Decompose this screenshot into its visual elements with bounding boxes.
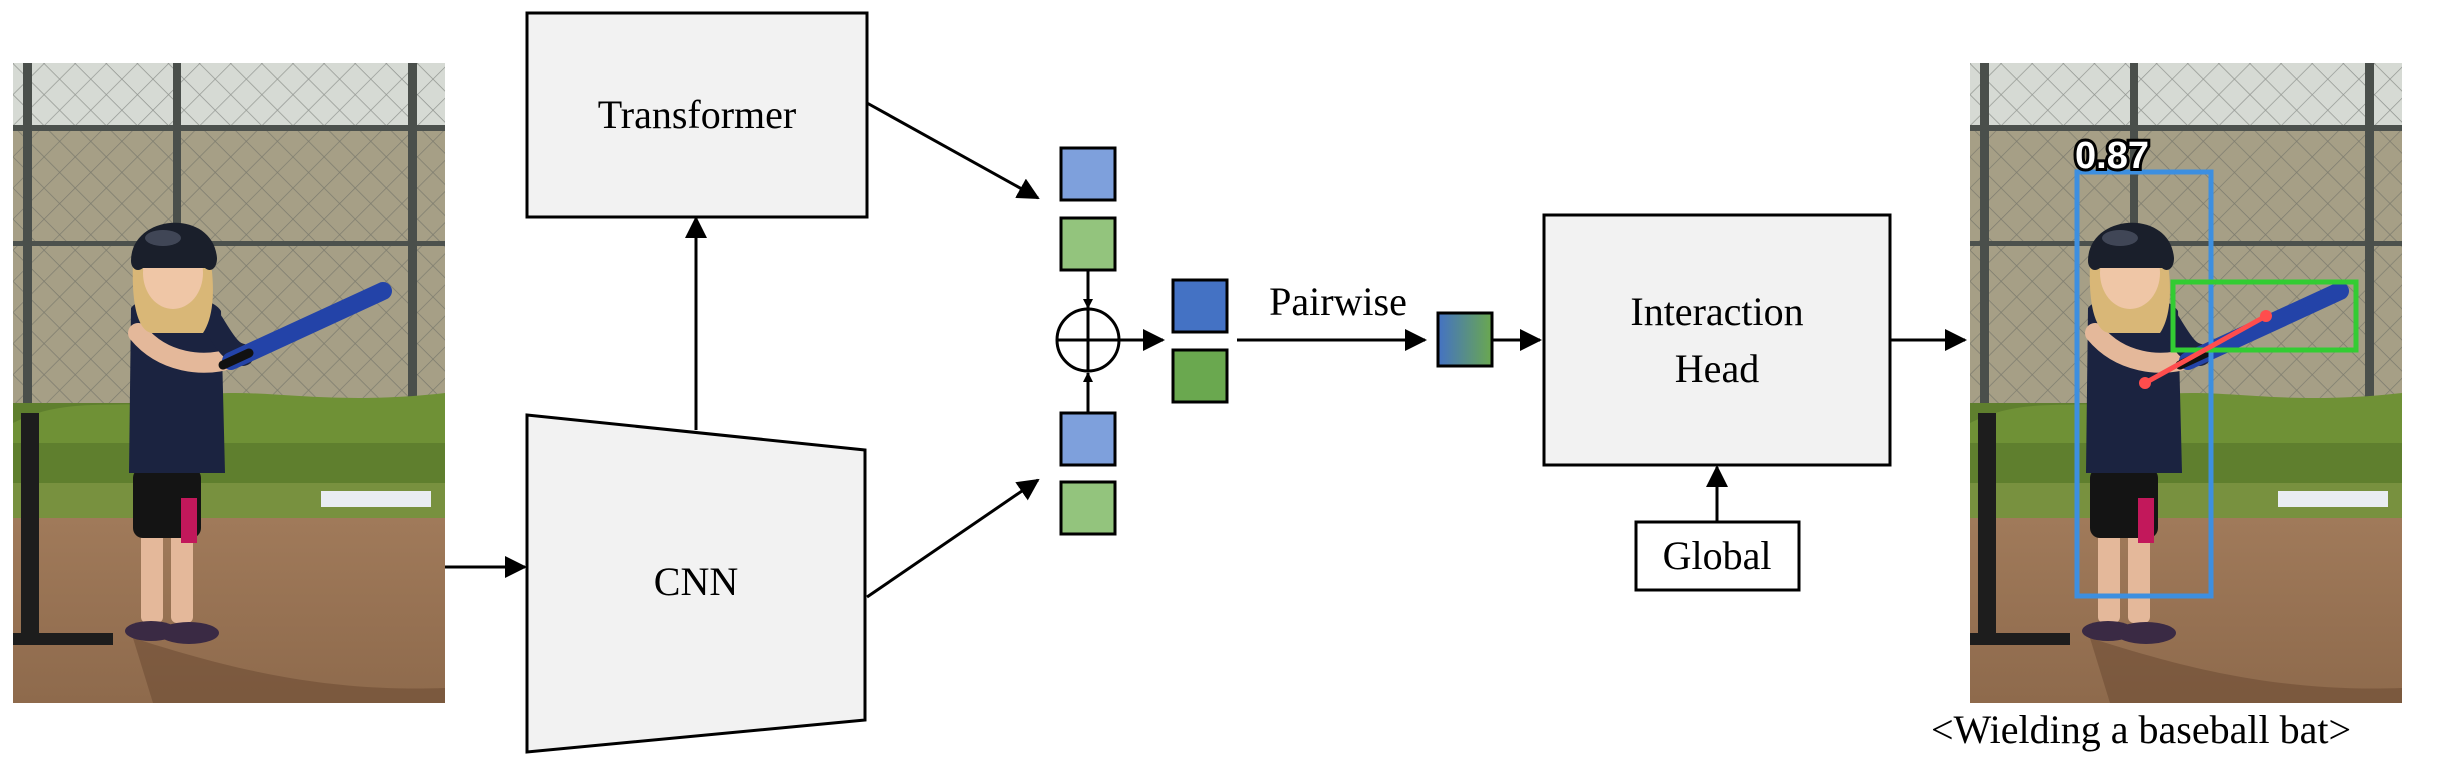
human-center-dot bbox=[2139, 377, 2151, 389]
interaction-head-box bbox=[1542, 213, 1892, 467]
fused-token-green bbox=[1171, 348, 1229, 404]
input-image bbox=[13, 63, 445, 703]
pairwise-token bbox=[1436, 311, 1494, 368]
cnn-block: CNN bbox=[525, 413, 867, 754]
circled-plus-icon bbox=[1055, 307, 1121, 373]
detection-score: 0.87 bbox=[2075, 135, 2149, 177]
human-bounding-box bbox=[2074, 169, 2214, 599]
output-image: 0.87 bbox=[1970, 63, 2402, 703]
output-caption: <Wielding a baseball bat> bbox=[1931, 707, 2351, 752]
transformer-label: Transformer bbox=[598, 92, 797, 137]
cnn-shape bbox=[525, 413, 867, 754]
object-bounding-box bbox=[2170, 279, 2359, 353]
transformer-token-blue bbox=[1059, 146, 1117, 202]
pairwise-label: Pairwise bbox=[1269, 279, 1407, 324]
arrow-cnn-to-tokens bbox=[866, 478, 1040, 599]
interaction-line bbox=[2143, 313, 2268, 386]
arrow-transformer-to-tokens bbox=[866, 101, 1040, 200]
cnn-label: CNN bbox=[654, 559, 738, 604]
interaction-head-block: Interaction Head bbox=[1542, 213, 1892, 467]
input-photo bbox=[13, 63, 445, 703]
transformer-block: Transformer bbox=[525, 11, 869, 219]
object-center-dot bbox=[2260, 310, 2272, 322]
output-photo bbox=[1970, 63, 2402, 703]
fused-token-blue bbox=[1171, 278, 1229, 334]
interaction-head-label-line1: Interaction bbox=[1630, 289, 1803, 334]
transformer-box bbox=[525, 11, 869, 219]
transformer-token-green bbox=[1059, 216, 1117, 272]
interaction-head-label-line2: Head bbox=[1675, 346, 1759, 391]
global-label: Global bbox=[1663, 533, 1772, 578]
cnn-token-green bbox=[1059, 480, 1117, 536]
cnn-token-blue bbox=[1059, 411, 1117, 467]
